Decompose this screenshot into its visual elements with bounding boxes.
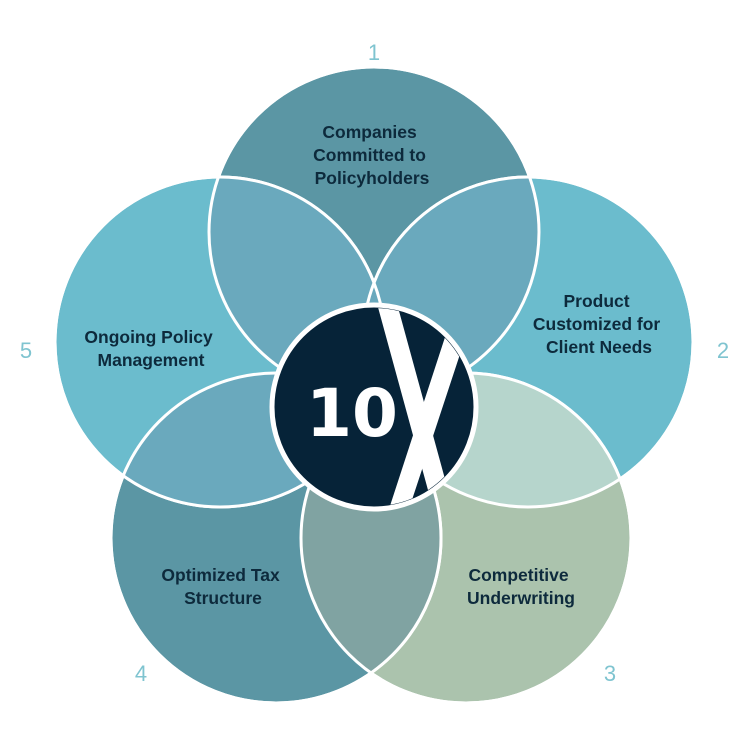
petal-label-2: Product Customized for Client Needs (533, 291, 665, 357)
petal-label-3: Competitive Underwriting (467, 565, 575, 608)
petal-number-3: 3 (604, 661, 616, 686)
petal-number-1: 1 (368, 40, 380, 65)
center-x-stroke (388, 328, 466, 506)
center-badge: 10 (269, 302, 479, 512)
petal-number-4: 4 (135, 661, 147, 686)
center-number: 10 (306, 375, 398, 452)
petal-number-2: 2 (717, 338, 729, 363)
center-x-stroke (376, 308, 454, 506)
petal-number-5: 5 (20, 338, 32, 363)
petal-label-1: Companies Committed to Policyholders (313, 122, 431, 188)
petal-label-5: Ongoing Policy Management (84, 327, 217, 370)
petal-label-4: Optimized Tax Structure (161, 565, 284, 608)
